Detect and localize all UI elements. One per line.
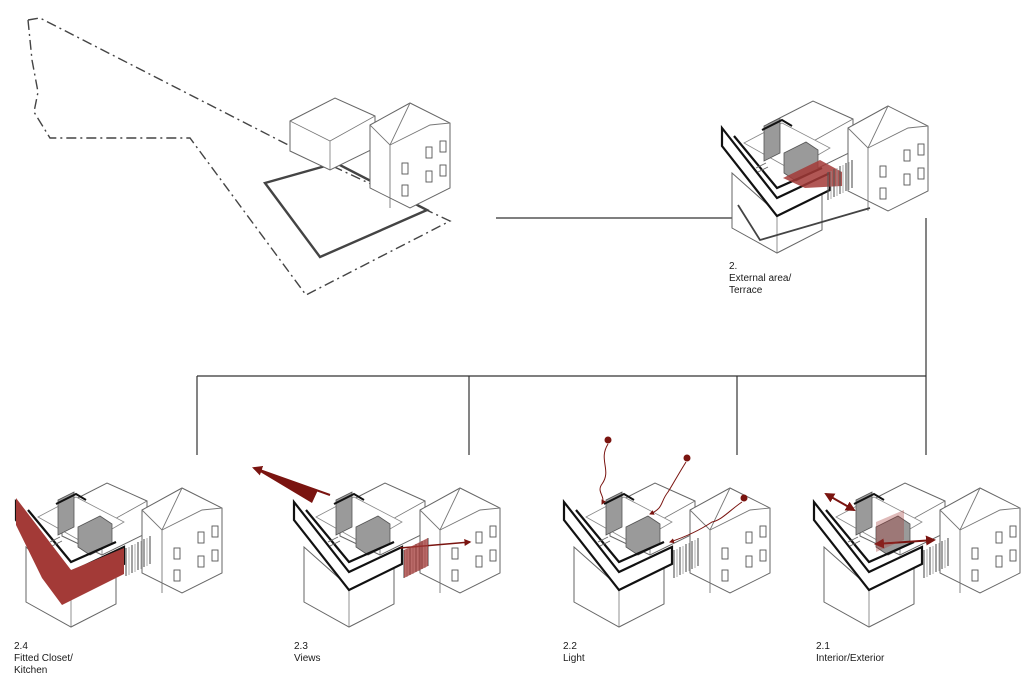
view-cone [252, 467, 318, 503]
flow-arrow [824, 493, 856, 511]
site-context-diagram [27, 17, 452, 296]
flow-arrow [874, 535, 936, 549]
interior-exterior-diagram [812, 482, 1021, 629]
step-label-interior-exterior: 2.1 Interior/Exterior [816, 641, 884, 665]
step-title-line: Light [563, 653, 585, 664]
external-area-diagram [720, 100, 929, 255]
views-diagram [252, 465, 501, 629]
view-arrow [252, 465, 331, 496]
terrace-highlight [783, 160, 842, 188]
plot-outline [262, 161, 430, 259]
step-number: 2.1 [816, 641, 830, 652]
louvre-red-fill [404, 538, 428, 578]
step-label-external-area: 2. External area/ Terrace [729, 261, 791, 297]
step-title-line: Views [294, 653, 321, 664]
closet-kitchen-highlight [16, 498, 124, 605]
light-source [604, 436, 612, 444]
existing-house [289, 97, 451, 209]
step-number: 2. [729, 261, 738, 272]
light-source [740, 494, 748, 502]
step-title-line: External area/ [729, 273, 792, 284]
step-title-line: Fitted Closet/ [14, 653, 73, 664]
step-label-light: 2.2 Light [563, 641, 585, 665]
step-number: 2.4 [14, 641, 28, 652]
step-title-line: Kitchen [14, 665, 48, 676]
step-label-views: 2.3 Views [294, 641, 321, 665]
light-ray [669, 501, 743, 544]
site-boundary [27, 17, 452, 296]
light-diagram [562, 436, 771, 629]
step-number: 2.3 [294, 641, 308, 652]
light-ray [599, 443, 609, 505]
step-title-line: Interior/Exterior [816, 653, 885, 664]
light-source [683, 454, 691, 462]
tree-connectors [196, 218, 927, 455]
light-ray [649, 461, 687, 515]
site-edge [737, 204, 871, 242]
step-number: 2.2 [563, 641, 577, 652]
step-title-line: Terrace [729, 285, 763, 296]
fitted-closet-diagram [14, 482, 223, 629]
interior-highlight [876, 510, 904, 552]
step-label-fitted-closet: 2.4 Fitted Closet/ Kitchen [14, 641, 73, 677]
